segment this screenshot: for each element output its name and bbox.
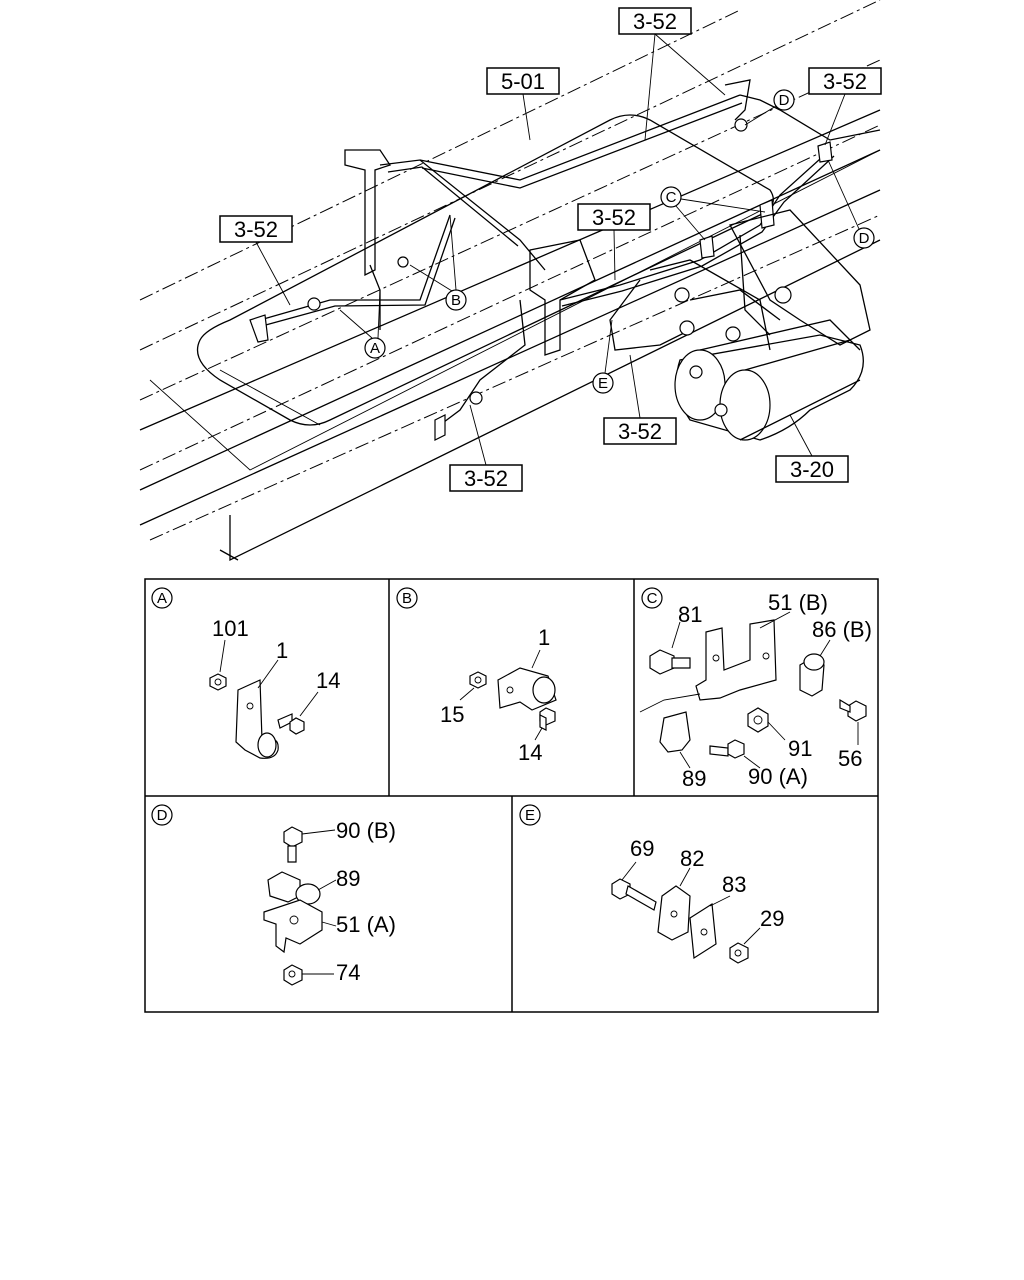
clamp-89 (659, 711, 691, 753)
part-num-1: 1 (276, 638, 288, 663)
part-num-29: 29 (760, 906, 784, 931)
ref-box-3-52-left: 3-52 (219, 215, 293, 243)
detail-markers: A B C D D E (339, 89, 875, 394)
nut-15 (469, 671, 487, 689)
part-num-69: 69 (630, 836, 654, 861)
marker-e: E (592, 319, 614, 394)
part-num-15: 15 (440, 702, 464, 727)
detail-d-label: D (157, 807, 168, 824)
svg-text:3-20: 3-20 (790, 457, 834, 482)
svg-text:D: D (779, 92, 790, 109)
part-num-83: 83 (722, 872, 746, 897)
plate-83 (689, 902, 717, 960)
part-num-82: 82 (680, 846, 704, 871)
svg-text:5-01: 5-01 (501, 69, 545, 94)
part-num-14: 14 (518, 740, 542, 765)
svg-text:C: C (666, 189, 677, 206)
part-num-74: 74 (336, 960, 360, 985)
part-num-86b: 86 (B) (812, 617, 872, 642)
svg-text:3-52: 3-52 (234, 217, 278, 242)
reference-labels: 3-52 5-01 3-52 3-52 3-52 3-52 3-52 3-20 (219, 7, 882, 492)
detail-c-label: C (647, 590, 658, 607)
part-num-14: 14 (316, 668, 340, 693)
svg-text:A: A (370, 340, 380, 357)
detail-b: B 1 15 14 (396, 587, 557, 765)
bolt-56 (847, 700, 867, 722)
detail-d: D 90 (B) 89 51 (A) 74 (151, 804, 396, 986)
detail-c: C 81 51 (B) 86 (B) 91 56 89 90 (A) (639, 587, 872, 791)
ref-box-3-52-top: 3-52 (618, 7, 692, 35)
marker-d-right: D (827, 159, 875, 249)
part-num-89: 89 (336, 866, 360, 891)
detail-grid (144, 578, 879, 1013)
nut-29 (729, 942, 749, 964)
svg-text:3-52: 3-52 (618, 419, 662, 444)
part-num-89: 89 (682, 766, 706, 791)
bracket-51a (263, 899, 323, 954)
marker-a: A (339, 289, 386, 359)
part-num-51a: 51 (A) (336, 912, 396, 937)
nut-74 (283, 964, 303, 986)
svg-text:D: D (859, 230, 870, 247)
ref-box-3-20: 3-20 (775, 455, 849, 483)
svg-text:3-52: 3-52 (592, 205, 636, 230)
detail-a: A 101 1 14 (151, 587, 340, 759)
marker-c: C (660, 186, 766, 241)
svg-text:3-52: 3-52 (464, 466, 508, 491)
svg-text:3-52: 3-52 (823, 69, 867, 94)
nut-101 (209, 673, 227, 691)
ref-box-3-52-middle: 3-52 (577, 203, 651, 231)
svg-text:E: E (598, 375, 608, 392)
part-num-90a: 90 (A) (748, 764, 808, 789)
brake-pipe-main (379, 159, 546, 271)
frame-rail-lower (139, 149, 881, 491)
bracket-51b (695, 619, 777, 701)
ref-box-3-52-lower-right: 3-52 (603, 417, 677, 445)
part-num-91: 91 (788, 736, 812, 761)
detail-b-label: B (402, 590, 412, 607)
detail-e-label: E (525, 807, 535, 824)
part-num-1: 1 (538, 625, 550, 650)
clamp-89 (267, 871, 301, 903)
clamp-82 (657, 885, 691, 941)
part-num-90b: 90 (B) (336, 818, 396, 843)
ref-box-3-52-right: 3-52 (808, 67, 882, 95)
frame-rail-upper (139, 9, 741, 301)
ref-box-3-52-bottom: 3-52 (449, 464, 523, 492)
svg-text:B: B (451, 292, 461, 309)
bolt-81 (649, 649, 675, 675)
marker-b: B (409, 214, 467, 311)
marker-d-top: D (744, 89, 795, 126)
detail-e: E 69 82 83 29 (519, 804, 784, 964)
part-num-56: 56 (838, 746, 862, 771)
bolt-90a (709, 745, 729, 757)
part-num-101: 101 (212, 616, 249, 641)
part-num-81: 81 (678, 602, 702, 627)
nut-91 (747, 707, 769, 733)
svg-text:3-52: 3-52 (633, 9, 677, 34)
part-num-51b: 51 (B) (768, 590, 828, 615)
bolt-90b (283, 826, 303, 848)
chassis-overview (139, 0, 881, 562)
detail-a-label: A (157, 590, 167, 607)
ref-box-5-01: 5-01 (486, 67, 560, 95)
